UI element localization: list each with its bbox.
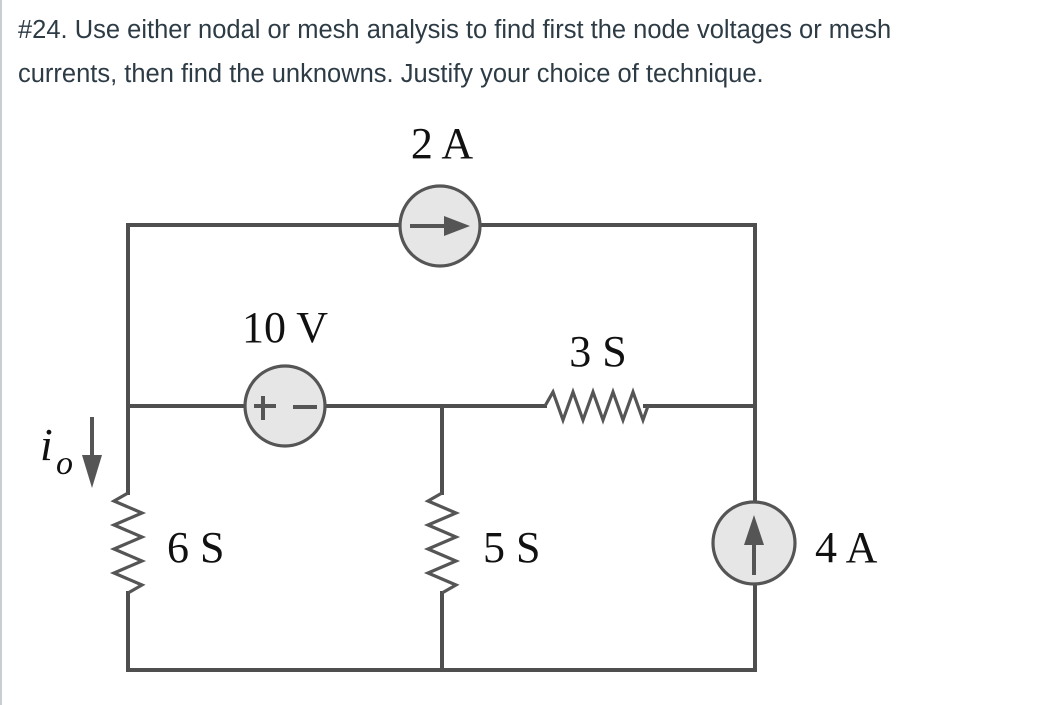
arrow-right-icon: [444, 216, 470, 236]
resistor-5s-zigzag: [423, 491, 461, 595]
current-io-indicator: i o: [40, 417, 102, 488]
left-border-rule: [0, 0, 2, 705]
question-line-1: #24. Use either nodal or mesh analysis t…: [18, 16, 892, 44]
arrow-down-icon: [82, 455, 102, 488]
current-io-subscript: o: [56, 445, 73, 482]
question-text: #24. Use either nodal or mesh analysis t…: [18, 8, 1028, 96]
resistor-6s: 6 S: [109, 491, 224, 595]
question-line-2: currents, then find the unknowns. Justif…: [18, 60, 764, 88]
voltage-source-label: 10 V: [242, 303, 328, 352]
resistor-6s-label: 6 S: [167, 523, 224, 572]
resistor-3s-label: 3 S: [569, 327, 626, 376]
resistor-5s-label: 5 S: [483, 523, 540, 572]
resistor-3s: 3 S: [543, 327, 650, 425]
current-source-4a: 4 A: [711, 500, 878, 586]
resistor-3s-zigzag: [543, 387, 650, 425]
current-source-4a-label: 4 A: [815, 523, 878, 572]
resistor-5s: 5 S: [423, 491, 540, 595]
current-io-symbol: i: [40, 419, 53, 470]
current-source-2a-label: 2 A: [411, 119, 474, 168]
resistor-6s-zigzag: [109, 491, 147, 595]
voltage-source-10v: 10 V: [242, 303, 328, 448]
wires: [126, 223, 757, 672]
arrow-up-icon: [744, 515, 764, 545]
voltage-source-body: [243, 364, 327, 448]
current-source-2a: 2 A: [398, 119, 482, 268]
